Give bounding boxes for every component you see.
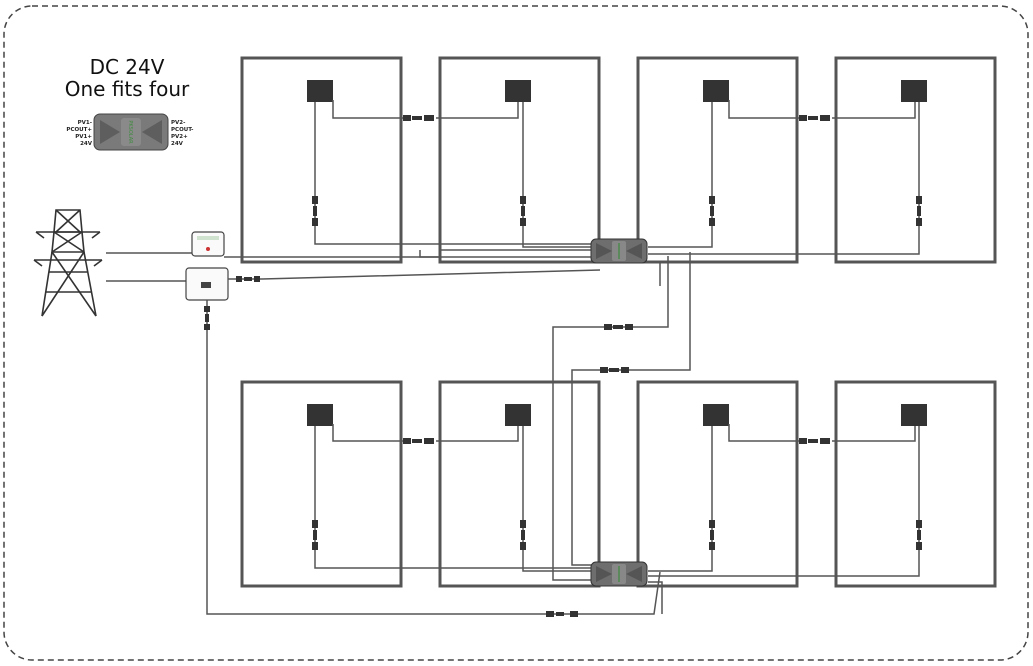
combiner-hub-top [590,238,648,264]
mc4-connectors-top [312,115,922,226]
mc4-connectors-hubs [600,324,633,373]
power-tower-icon [33,209,103,317]
legend-port-left-2: PCOUT+ [66,127,92,133]
solar-panel [636,56,799,264]
solar-panel [834,56,997,264]
inter-hub-wiring [552,252,691,614]
solar-panel [240,380,403,588]
legend-port-right-3: PV2+ [171,134,188,140]
legend-port-right-2: PCOUT- [171,127,193,133]
solar-panel [438,380,601,588]
microinverter-device [185,267,229,301]
panel-group-top [240,56,997,264]
legend-port-left-1: PV1- [78,120,92,126]
mc4-connectors-bottom [312,438,922,550]
panel-wiring-bottom [314,424,920,577]
panel-wiring-top [240,100,920,258]
solar-panel [240,56,403,264]
combiner-hub-bottom [590,561,648,587]
energy-meter-device [191,231,225,257]
panel-group-bottom [240,380,997,588]
legend-combiner-device: PKSOLAR PV1- PCOUT+ PV1+ 24V PV2- PCOUT-… [66,113,193,151]
solar-panel [834,380,997,588]
mc4-connectors-inverter [204,276,578,617]
title-subtitle: One fits four [65,77,190,101]
outer-dashed-border [3,5,1029,661]
solar-panel [636,380,799,588]
svg-text:PKSOLAR: PKSOLAR [127,120,133,144]
inverter-wiring [206,256,661,615]
junction-boxes [307,80,927,426]
legend-port-right-4: 24V [171,141,184,147]
legend-port-left-4: 24V [80,141,93,147]
legend-port-right-1: PV2- [171,120,185,126]
legend-port-left-3: PV1+ [75,134,92,140]
title-voltage: DC 24V [90,55,165,79]
solar-panel [438,56,601,264]
